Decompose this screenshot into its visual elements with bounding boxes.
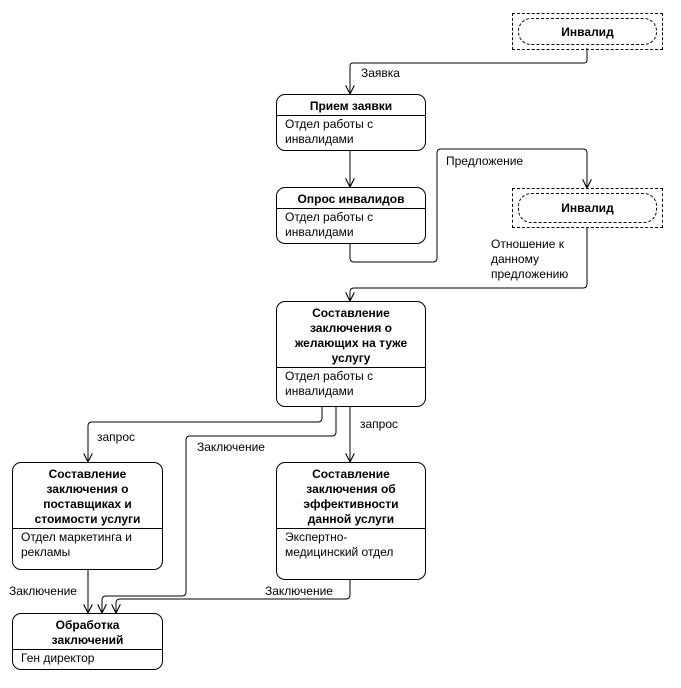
flow-zakl-mid [102, 406, 337, 613]
process-obrabotka-zaklyucheniy[interactable]: Обработка заключений Ген директор [12, 613, 163, 670]
process-dept: Отдел работы с инвалидами [285, 117, 374, 146]
flow-label-zakl-right: Заключение [265, 584, 333, 598]
process-dept: Ген директор [21, 651, 95, 665]
flow-label-zakl-mid: Заключение [197, 440, 265, 454]
process-title: Составление заключения о поставщиках и с… [13, 463, 162, 529]
entity-invalid-top-label: Инвалид [518, 18, 657, 45]
flow-label-zayavka: Заявка [361, 66, 400, 80]
entity-invalid-mid-label: Инвалид [518, 193, 657, 223]
process-title: Опрос инвалидов [277, 188, 425, 209]
flow-label-zakl-left: Заключение [9, 584, 77, 598]
flow-label-otnoshenie: Отношение к данному предложению [491, 237, 569, 281]
flow-zakl-right [116, 580, 351, 613]
entity-invalid-top[interactable]: Инвалид [512, 13, 663, 50]
flow-label-predlozhenie: Предложение [446, 154, 524, 168]
process-title: Составление заключения об эффективности … [277, 463, 425, 529]
process-opros-invalidov[interactable]: Опрос инвалидов Отдел работы с инвалидам… [276, 187, 426, 244]
flow-otnoshenie [350, 228, 588, 301]
process-title: Обработка заключений [13, 614, 162, 650]
process-title: Прием заявки [277, 95, 425, 116]
process-dept: Отдел работы с инвалидами [285, 369, 374, 398]
process-title: Составление заключения о желающих на туж… [277, 302, 425, 368]
flow-zayavka [350, 48, 588, 94]
flow-predlozhenie [349, 148, 587, 263]
process-dept: Экспертно-медицинский отдел [285, 530, 394, 559]
process-sostavlenie-postavshchiki[interactable]: Составление заключения о поставщиках и с… [12, 462, 163, 570]
entity-invalid-mid[interactable]: Инвалид [512, 188, 663, 228]
flow-label-zapros-right: запрос [360, 417, 399, 431]
process-sostavlenie-zhelayushchih[interactable]: Составление заключения о желающих на туж… [276, 301, 426, 407]
process-priem-zayavki[interactable]: Прием заявки Отдел работы с инвалидами [276, 94, 426, 151]
process-sostavlenie-effektivnost[interactable]: Составление заключения об эффективности … [276, 462, 426, 580]
flow-zapros-left [88, 406, 323, 462]
process-dept: Отдел маркетинга и рекламы [21, 530, 132, 559]
flow-label-zapros-left: запрос [97, 430, 136, 444]
process-dept: Отдел работы с инвалидами [285, 210, 374, 239]
